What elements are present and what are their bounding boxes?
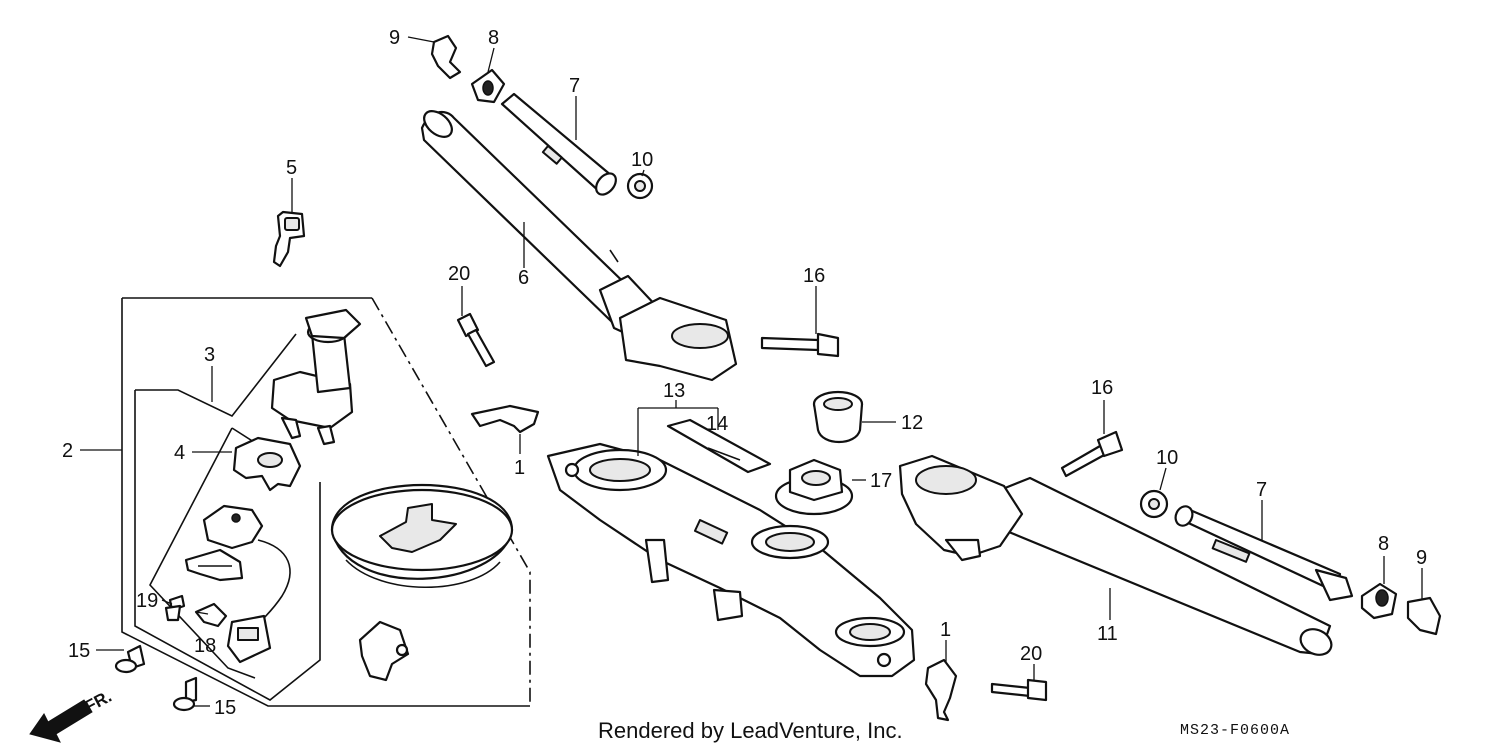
callout-6: 6: [518, 267, 529, 289]
top-bridge-part: [546, 442, 916, 678]
ignition-switch-part: [270, 308, 362, 446]
clip-1-upper-part: [470, 404, 540, 434]
bushing-8-upper-part: [470, 68, 506, 104]
credit-text: Rendered by LeadVenture, Inc.: [598, 718, 903, 743]
label-14-part: [666, 418, 772, 474]
handlebar-right-part: [898, 454, 1333, 656]
callout-15-upper: 15: [68, 640, 90, 662]
clip-1-lower-part: [924, 658, 958, 722]
callout-15-lower: 15: [214, 697, 236, 719]
callout-labels: 9 8 7 5 10 6 20 16 3 2 4 13 14 12 1 17 1…: [62, 27, 1427, 719]
nut-10-lower-part: [1139, 489, 1169, 519]
screw-19-part: [164, 594, 186, 622]
callout-16-upper: 16: [803, 265, 825, 287]
callout-13: 13: [663, 380, 685, 402]
callout-1-upper: 1: [514, 457, 525, 479]
callout-19: 19: [136, 590, 158, 612]
callout-16-lower: 16: [1091, 377, 1113, 399]
callout-1-lower: 1: [940, 619, 951, 641]
cap-12-part: [812, 390, 864, 443]
pin-7-lower-part: [1174, 505, 1354, 602]
callout-12: 12: [901, 412, 923, 434]
bushing-8-lower-part: [1360, 582, 1398, 620]
clip-9-lower-part: [1406, 596, 1442, 636]
callout-20-upper: 20: [448, 263, 470, 285]
callout-9-lower: 9: [1416, 547, 1427, 569]
callout-4: 4: [174, 442, 185, 464]
clip-9-upper-part: [430, 34, 462, 80]
screw-15a-part: [114, 644, 146, 674]
handlebar-left-part: [420, 110, 738, 382]
callout-14: 14: [706, 413, 728, 435]
callout-9-upper: 9: [389, 27, 400, 49]
nut-10-upper-part: [626, 172, 654, 200]
bolt-20-upper-part: [456, 312, 496, 368]
screw-15b-part: [172, 676, 198, 712]
diagram-code: MS23-F0600A: [1180, 722, 1290, 739]
switch-wire-part: [202, 504, 291, 664]
callout-8-upper: 8: [488, 27, 499, 49]
callout-5: 5: [286, 157, 297, 179]
round-cover-part: [330, 483, 514, 589]
callout-8-lower: 8: [1378, 533, 1389, 555]
callout-7-lower: 7: [1256, 479, 1267, 501]
callout-7-upper: 7: [569, 75, 580, 97]
clip-ring-part: [184, 548, 244, 582]
callout-3: 3: [204, 344, 215, 366]
switch-cover-part: [232, 436, 302, 492]
nut-17-part: [774, 458, 854, 516]
clip-18-part: [194, 602, 228, 628]
bolt-20-lower-part: [990, 678, 1048, 702]
callout-10-upper: 10: [631, 149, 653, 171]
pin-7-upper-part: [500, 92, 617, 196]
callout-17: 17: [870, 470, 892, 492]
bolt-16-upper-part: [760, 332, 840, 358]
callout-2: 2: [62, 440, 73, 462]
ignition-set-bracket: [121, 297, 531, 707]
callout-10-lower: 10: [1156, 447, 1178, 469]
front-arrow: FR.: [29, 687, 115, 743]
bolt-16-lower-part: [1060, 430, 1124, 478]
callout-18: 18: [194, 635, 216, 657]
small-bracket-part: [358, 620, 410, 682]
callout-11: 11: [1097, 623, 1118, 645]
key-part: [272, 210, 306, 268]
leader-lines: [80, 36, 1423, 707]
callout-20-lower: 20: [1020, 643, 1042, 665]
